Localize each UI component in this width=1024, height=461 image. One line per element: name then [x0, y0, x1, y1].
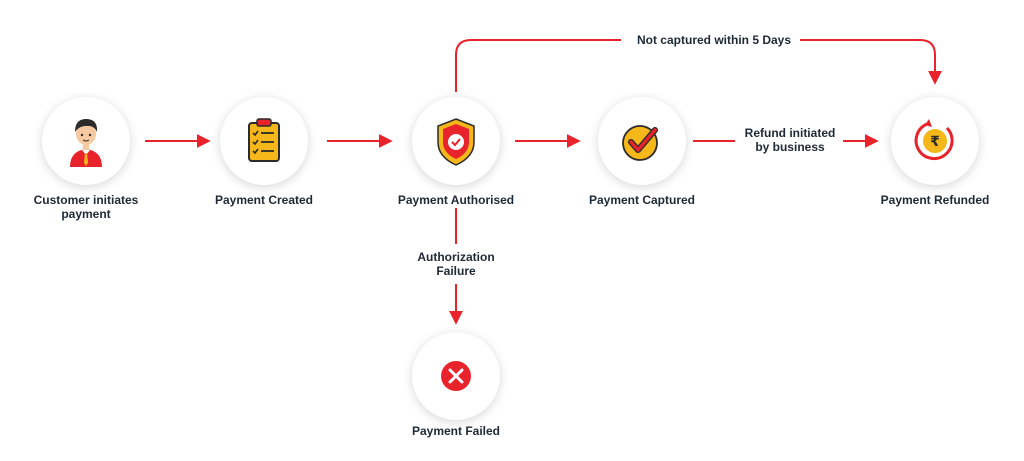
x-circle-icon	[441, 361, 471, 391]
node-created	[220, 97, 308, 185]
edge-label-refund: Refund initiated by business	[738, 126, 842, 154]
clipboard-checklist-icon	[248, 118, 280, 162]
node-captured	[598, 97, 686, 185]
check-badge-icon	[622, 125, 658, 161]
node-customer	[42, 97, 130, 185]
node-label-created: Payment Created	[214, 193, 314, 207]
node-refunded: ₹	[891, 97, 979, 185]
customer-icon	[70, 119, 102, 167]
rupee-refund-icon: ₹	[914, 119, 954, 161]
node-label-authorised: Payment Authorised	[397, 193, 515, 207]
node-label-refunded: Payment Refunded	[880, 193, 990, 207]
shield-check-icon	[437, 118, 475, 166]
node-failed	[412, 332, 500, 420]
node-authorised	[412, 97, 500, 185]
edge-label-auth-failure: Authorization Failure	[408, 250, 504, 278]
arrow-authorised-to-refunded-top	[455, 39, 935, 92]
node-label-customer: Customer initiates payment	[33, 193, 139, 221]
svg-text:₹: ₹	[930, 134, 940, 150]
edge-label-not-captured: Not captured within 5 Days	[628, 33, 800, 47]
node-label-failed: Payment Failed	[411, 424, 501, 438]
node-label-captured: Payment Captured	[588, 193, 696, 207]
